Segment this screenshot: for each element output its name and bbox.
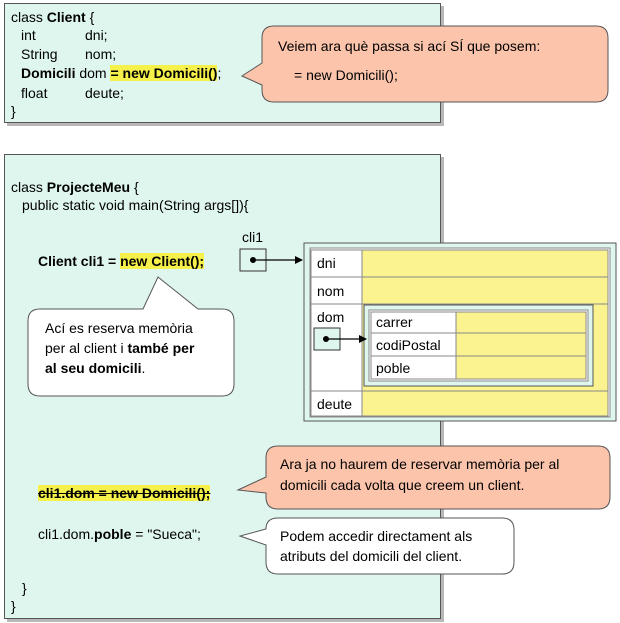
dom-field-codipostal: codiPostal	[376, 337, 441, 353]
client-field-type-dni: int	[21, 27, 36, 43]
new-client-highlight: new Client();	[120, 253, 205, 269]
client-field-name-nom: nom;	[85, 46, 117, 62]
statement-assign-poble: cli1.dom.poble = "Sueca";	[38, 526, 201, 542]
client-class-close: }	[11, 103, 16, 119]
callout-access-shape	[238, 517, 515, 575]
client-field-dom: Domicili dom = new Domicili();	[21, 65, 222, 81]
statement-new-domicili-struck: cli1.dom = new Domicili();	[38, 485, 211, 501]
callout-top-line1: Veiem ara què passa si ací SÍ que posem:	[278, 38, 541, 54]
main-class-close: }	[11, 598, 16, 614]
main-method-close: }	[22, 580, 27, 596]
callout-no-reserve-line1: Ara ja no haurem de reservar memòria per…	[280, 456, 560, 472]
field-label-nom: nom	[317, 283, 345, 299]
field-dni-value	[361, 249, 609, 278]
callout-memory-line1: Ací es reserva memòria	[45, 320, 193, 336]
callout-memory-line3: al seu domicili.	[45, 360, 146, 376]
client-field-name-deute: deute;	[85, 85, 124, 101]
statement-new-client: Client cli1 = new Client();	[38, 253, 205, 269]
field-label-dom: dom	[317, 309, 345, 325]
cli1-label: cli1	[242, 229, 264, 245]
client-field-type-nom: String	[21, 46, 58, 62]
callout-top-shape	[240, 25, 609, 103]
callout-top-line2: = new Domicili();	[294, 67, 398, 83]
callout-no-reserve-shape	[236, 445, 611, 510]
callout-access-line2: atributs del domicili del client.	[280, 548, 463, 564]
client-field-type-deute: float	[21, 85, 48, 101]
field-label-deute: deute	[317, 396, 353, 412]
callout-memory-line2: per al client i també per	[45, 340, 195, 356]
callout-no-reserve-line2: domicili cada volta que creem un client.	[280, 477, 525, 493]
field-deute-value	[361, 390, 609, 417]
main-class-line1: class ProjecteMeu {	[11, 179, 139, 195]
new-domicili-highlight: = new Domicili()	[110, 65, 218, 81]
callout-access-line1: Podem accedir directament als	[280, 528, 473, 544]
client-field-name-dni: dni;	[85, 27, 108, 43]
callout-memory-shape	[27, 276, 235, 397]
main-method-signature: public static void main(String args[]){	[22, 197, 249, 213]
field-nom-value	[361, 276, 609, 305]
dom-field-poble: poble	[376, 360, 411, 376]
field-label-dni: dni	[317, 255, 336, 271]
client-class-line1: class Client {	[11, 9, 95, 25]
dom-field-carrer: carrer	[376, 314, 413, 330]
